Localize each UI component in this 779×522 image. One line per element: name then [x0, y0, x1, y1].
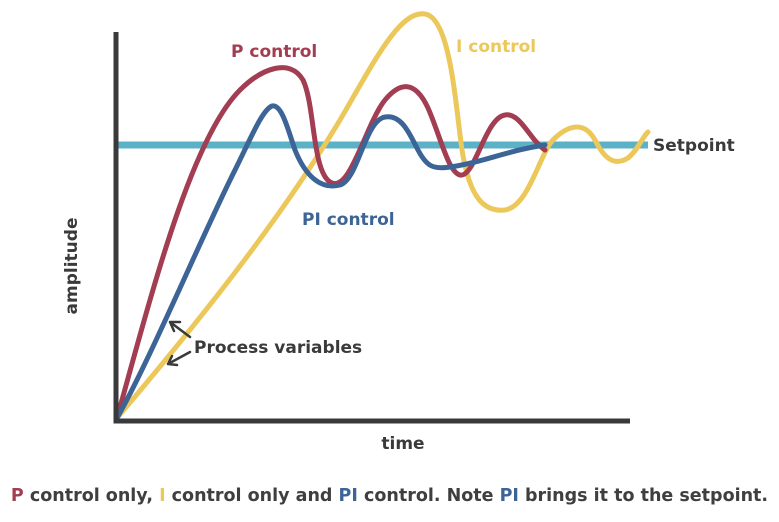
caption-pi-2: PI	[499, 486, 519, 506]
pid-response-chart: time amplitude P control I control PI co…	[62, 11, 735, 454]
setpoint-label: Setpoint	[653, 136, 735, 156]
figure-caption: P control only, I control only and PI co…	[0, 486, 779, 506]
caption-i: I	[159, 486, 166, 506]
p-control-label: P control	[231, 42, 317, 62]
i-control-line	[114, 11, 651, 421]
annotation-arrow-upper	[168, 320, 192, 339]
caption-text-2: control only and	[165, 486, 339, 506]
process-variables-label: Process variables	[194, 338, 362, 358]
pi-control-label: PI control	[302, 210, 395, 230]
chart-axes	[113, 32, 630, 424]
annotation-arrow-lower	[166, 350, 192, 367]
caption-text-1: control only,	[23, 486, 160, 506]
caption-pi-1: PI	[338, 486, 358, 506]
caption-p: P	[10, 486, 24, 506]
pi-control-line	[114, 103, 548, 421]
i-control-label: I control	[456, 37, 536, 57]
y-axis-label: amplitude	[62, 218, 82, 315]
caption-text-3: control. Note	[357, 486, 500, 506]
x-axis-label: time	[381, 434, 424, 454]
caption-text-4: brings it to the setpoint.	[518, 486, 769, 506]
p-control-line	[114, 65, 548, 421]
process-variables-annotation: Process variables	[166, 320, 362, 367]
